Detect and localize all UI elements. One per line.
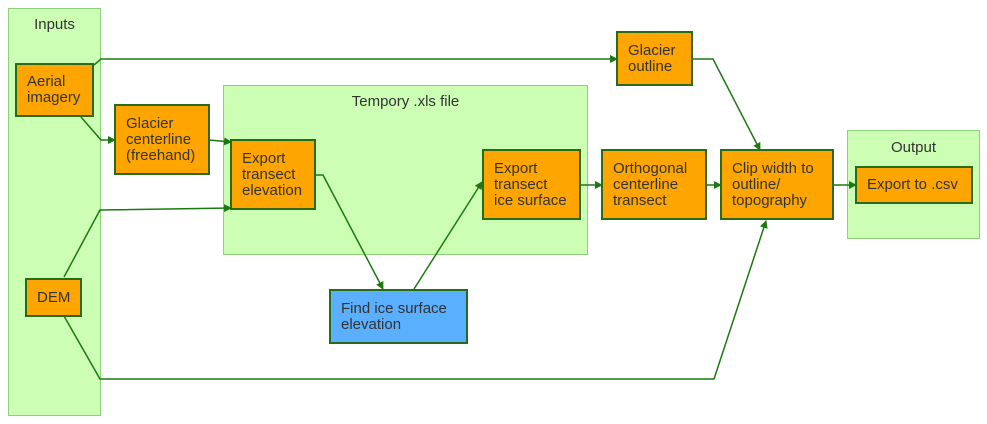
glacier-outline-node: Glacier outline [616, 31, 693, 86]
export-transect-ice-surface-node: Export transect ice surface [482, 149, 581, 220]
dem-node: DEM [25, 278, 82, 317]
aerial-imagery-node: Aerial imagery [15, 63, 94, 117]
clip-width-node: Clip width to outline/ topography [720, 149, 834, 220]
edge-aerial-outline [93, 55, 618, 66]
temp-xls-group-title: Tempory .xls file [351, 93, 460, 110]
export-csv-node: Export to .csv [855, 166, 973, 204]
edge-dem-export-elev [63, 204, 232, 278]
find-ice-surface-node: Find ice surface elevation [329, 289, 468, 344]
inputs-group-title: Inputs [34, 16, 75, 33]
edge-centerline-export-elev [208, 137, 232, 146]
edge-find-ice-export-ice [413, 181, 483, 290]
edge-outline-clip [692, 58, 761, 151]
edge-aerial-centerline [80, 116, 116, 144]
output-group-title: Output [890, 139, 937, 156]
edge-export-elev-find-ice [316, 174, 384, 290]
orthogonal-centerline-transect-node: Orthogonal centerline transect [601, 149, 707, 220]
glacier-centerline-node: Glacier centerline (freehand) [114, 104, 210, 175]
edge-dem-clip [63, 220, 768, 380]
export-transect-elevation-node: Export transect elevation [230, 139, 316, 210]
